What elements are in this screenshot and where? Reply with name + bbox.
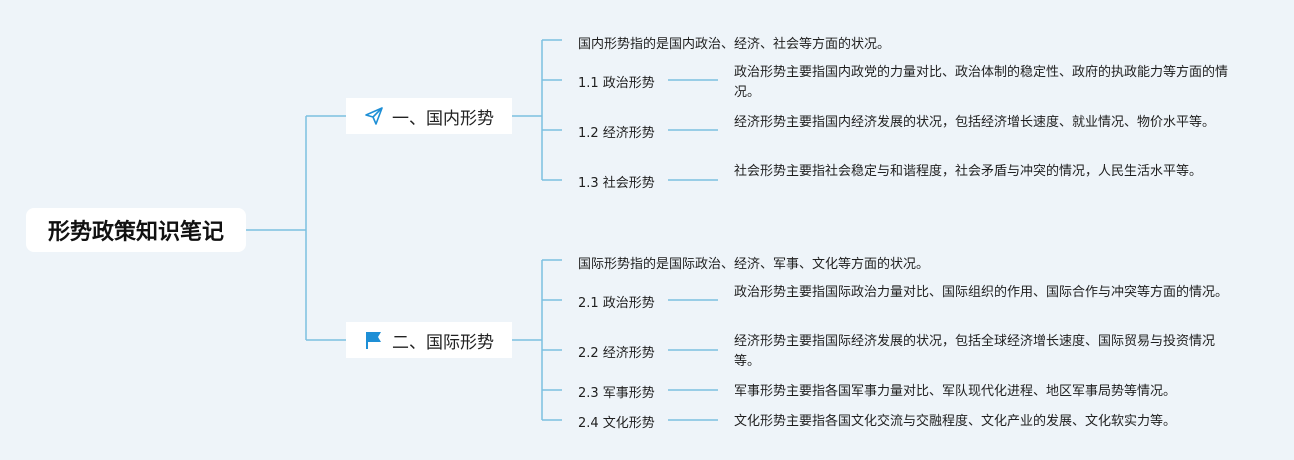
root-title: 形势政策知识笔记 — [47, 220, 224, 245]
connector-root-branches — [246, 115, 346, 341]
desc-international-military: 军事形势主要指各国军事力量对比、军队现代化进程、地区军事局势等情况。 — [734, 384, 1177, 399]
connector-branch-1-details — [668, 79, 718, 181]
connector-branch-1 — [512, 39, 562, 181]
sub-international-military[interactable]: 2.3 军事形势 — [578, 386, 655, 401]
desc-domestic-politics: 政治形势主要指国内政党的力量对比、政治体制的稳定性、政府的执政能力等方面的情况。 — [734, 65, 1229, 100]
sub-international-politics[interactable]: 2.1 政治形势 — [578, 296, 655, 311]
branch-domestic-intro: 国内形势指的是国内政治、经济、社会等方面的状况。 — [578, 37, 891, 52]
paper-plane-icon — [364, 106, 384, 126]
root-node[interactable]: 形势政策知识笔记 — [26, 208, 246, 252]
sub-international-culture[interactable]: 2.4 文化形势 — [578, 416, 655, 431]
sub-domestic-society[interactable]: 1.3 社会形势 — [578, 176, 655, 191]
desc-international-economy: 经济形势主要指国际经济发展的状况，包括全球经济增长速度、国际贸易与投资情况等。 — [734, 334, 1216, 369]
branch-international[interactable]: 二、国际形势 — [346, 322, 512, 358]
connector-branch-2-details — [668, 299, 718, 421]
branch-international-intro: 国际形势指的是国际政治、经济、军事、文化等方面的状况。 — [578, 257, 930, 272]
branch-domestic[interactable]: 一、国内形势 — [346, 98, 512, 134]
sub-domestic-politics[interactable]: 1.1 政治形势 — [578, 76, 655, 91]
desc-international-politics: 政治形势主要指国际政治力量对比、国际组织的作用、国际合作与冲突等方面的情况。 — [734, 285, 1229, 300]
branch-domestic-title: 一、国内形势 — [392, 108, 494, 129]
flag-icon — [364, 330, 384, 350]
sub-domestic-economy[interactable]: 1.2 经济形势 — [578, 126, 655, 141]
branch-international-title: 二、国际形势 — [392, 332, 494, 353]
desc-international-culture: 文化形势主要指各国文化交流与交融程度、文化产业的发展、文化软实力等。 — [734, 414, 1177, 429]
desc-domestic-economy: 经济形势主要指国内经济发展的状况，包括经济增长速度、就业情况、物价水平等。 — [734, 115, 1216, 130]
desc-domestic-society: 社会形势主要指社会稳定与和谐程度，社会矛盾与冲突的情况，人民生活水平等。 — [734, 164, 1203, 179]
sub-international-economy[interactable]: 2.2 经济形势 — [578, 346, 655, 361]
connector-branch-2 — [512, 259, 562, 421]
